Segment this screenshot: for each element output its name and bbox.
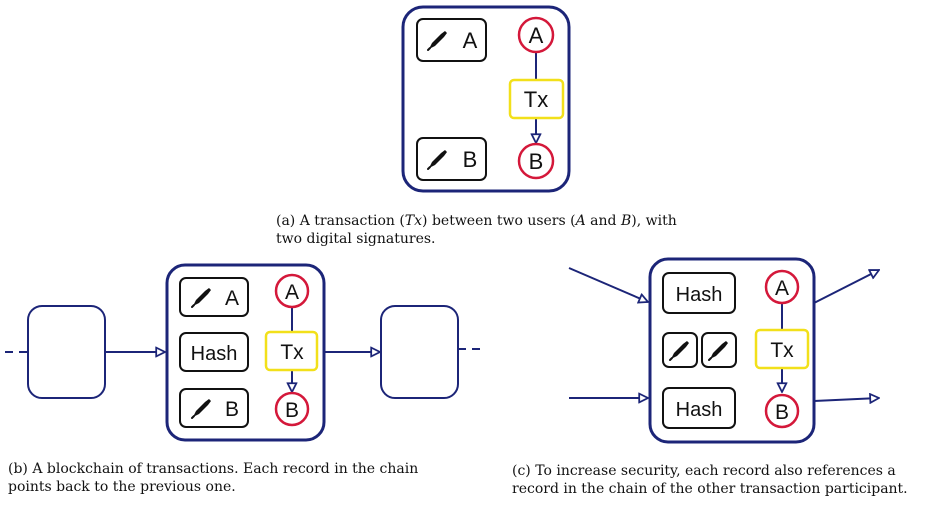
user-node-b: B [517, 142, 555, 180]
caption-text: two digital signatures. [276, 231, 436, 247]
caption-text: (b) A blockchain of transactions. Each r… [8, 461, 419, 477]
pen-icon [191, 287, 212, 308]
user-label: B [529, 149, 544, 174]
tx-box: Tx [264, 330, 319, 372]
pen-icon [191, 398, 212, 419]
caption-italic: B [620, 213, 632, 229]
user-node-a: A [764, 269, 800, 305]
record-border [401, 5, 571, 193]
user-label: A [775, 277, 789, 300]
tx-box: Tx [508, 78, 565, 120]
caption-italic: A [575, 213, 586, 229]
caption-text: (a) A transaction ( [276, 213, 405, 229]
hash-label: Hash [676, 284, 723, 306]
record-border [648, 257, 816, 444]
cross-reference-diagram: Hash Hash A Tx B [568, 257, 879, 444]
caption-text: ), with [631, 213, 677, 229]
pen-icon [669, 340, 690, 361]
caption-c: (c) To increase security, each record al… [512, 462, 942, 498]
outgoing-reference-arrow [813, 398, 879, 401]
pen-icon [708, 340, 729, 361]
hash-label: Hash [191, 343, 238, 365]
caption-a: (a) A transaction (Tx) between two users… [276, 212, 706, 248]
user-label: B [775, 401, 789, 424]
outgoing-reference-arrow [813, 269, 879, 304]
hash-box: Hash [662, 387, 736, 429]
user-node-b: B [274, 391, 310, 427]
pen-icon [427, 149, 448, 170]
caption-text: and [585, 213, 621, 229]
user-node-a: A [517, 16, 555, 54]
signature-label: B [225, 398, 239, 421]
hash-label: Hash [676, 399, 723, 421]
user-label: A [285, 281, 299, 304]
user-label: B [285, 399, 299, 422]
signature-box-a [662, 332, 698, 368]
blockchain-diagram: A Hash B A Tx B [5, 263, 486, 442]
user-node-a: A [274, 273, 310, 309]
signature-box-b: B [179, 388, 249, 428]
previous-record [27, 305, 106, 399]
caption-text: record in the chain of the other transac… [512, 481, 908, 497]
transaction-record-a: A B A Tx B [401, 5, 571, 193]
tx-label: Tx [770, 339, 794, 362]
hash-box: Hash [662, 272, 736, 314]
tx-box: Tx [754, 328, 810, 370]
pen-icon [427, 30, 448, 51]
signature-box-a: A [179, 277, 249, 317]
next-record [380, 305, 459, 399]
caption-text: ) between two users ( [422, 213, 576, 229]
signature-box-b [701, 332, 737, 368]
signature-box-b: B [416, 137, 487, 181]
signature-label: A [225, 287, 239, 310]
signature-box-a: A [416, 18, 487, 62]
caption-italic: Tx [404, 213, 423, 229]
tx-label: Tx [280, 341, 304, 364]
caption-text: points back to the previous one. [8, 479, 236, 495]
tx-label: Tx [524, 87, 548, 112]
signature-label: B [463, 147, 478, 172]
user-label: A [529, 23, 544, 48]
user-node-b: B [764, 393, 800, 429]
hash-box: Hash [179, 332, 249, 372]
incoming-reference-arrow [568, 267, 648, 302]
caption-text: (c) To increase security, each record al… [512, 463, 896, 479]
signature-label: A [463, 28, 478, 53]
caption-b: (b) A blockchain of transactions. Each r… [8, 460, 488, 496]
